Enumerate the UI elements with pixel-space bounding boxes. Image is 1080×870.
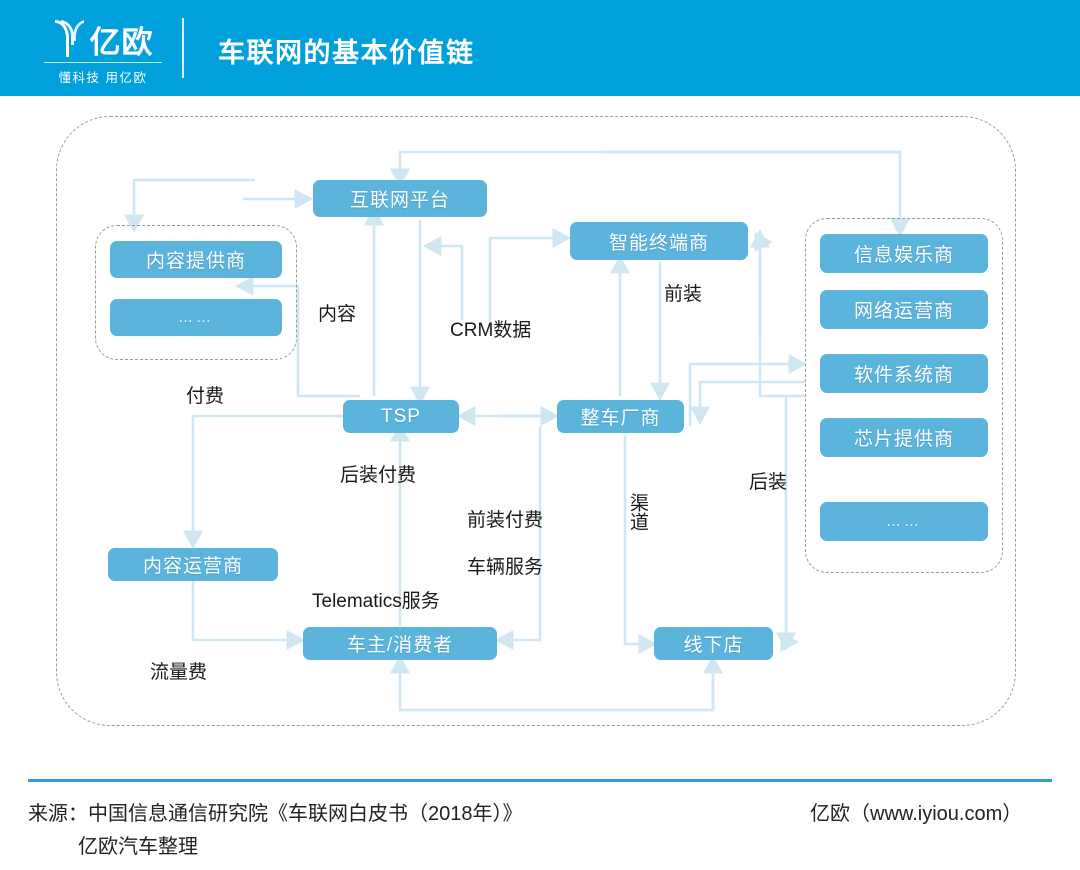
logo-text: 亿欧	[89, 24, 154, 60]
node-supplier-more[interactable]: ……	[820, 502, 988, 541]
source-line-1: 来源：中国信息通信研究院《车联网白皮书（2018年）》	[28, 803, 523, 825]
footer-divider	[28, 779, 1052, 782]
edge-label-pre-install: 前装	[664, 284, 703, 305]
edge-label-vehicle-service: 车辆服务	[467, 557, 544, 578]
connector-wires	[123, 150, 911, 712]
edge-label-payment: 付费	[186, 386, 225, 407]
node-vehicle-manufacturer[interactable]: 整车厂商	[557, 400, 684, 433]
page-footer: 来源：中国信息通信研究院《车联网白皮书（2018年）》 亿欧汽车整理 亿欧（ww…	[0, 788, 1080, 870]
node-chip-provider[interactable]: 芯片提供商	[820, 418, 988, 457]
edge-label-telematics-service: Telematics服务	[312, 591, 440, 612]
source-line-2: 亿欧汽车整理	[78, 836, 198, 858]
page-title: 车联网的基本价值链	[218, 38, 475, 68]
node-content-operator[interactable]: 内容运营商	[108, 548, 278, 581]
edge-label-channel: 渠道	[626, 493, 648, 531]
logo-tagline: 懂科技 用亿欧	[58, 70, 148, 85]
edge-label-pre-install-payment: 前装付费	[467, 510, 544, 531]
brand-logo: 亿欧 懂科技 用亿欧	[38, 14, 168, 86]
yiou-leaf-logo-icon	[54, 19, 84, 57]
header-divider	[182, 18, 184, 78]
value-chain-outer-frame	[56, 116, 1016, 726]
node-infotainment[interactable]: 信息娱乐商	[820, 234, 988, 273]
edge-label-crm-data: CRM数据	[450, 320, 532, 341]
node-tsp[interactable]: TSP	[343, 400, 459, 433]
supplier-group	[805, 218, 1003, 573]
node-content-provider[interactable]: 内容提供商	[110, 241, 282, 278]
node-network-operator[interactable]: 网络运营商	[820, 290, 988, 329]
diagram-canvas: 内容提供商 …… 信息娱乐商 网络运营商 软件系统商 芯片提供商 …… 互联网平…	[0, 96, 1080, 772]
edge-label-traffic-fee: 流量费	[150, 662, 208, 683]
node-car-owner[interactable]: 车主/消费者	[303, 627, 497, 660]
content-provider-group	[95, 225, 297, 360]
logo-row: 亿欧	[53, 15, 154, 59]
node-smart-terminal[interactable]: 智能终端商	[570, 222, 748, 260]
edge-label-post-install-payment: 后装付费	[340, 465, 417, 486]
node-offline-store[interactable]: 线下店	[654, 627, 773, 660]
page-header: 亿欧 懂科技 用亿欧 车联网的基本价值链	[0, 0, 1080, 96]
node-content-provider-more[interactable]: ……	[110, 299, 282, 336]
node-software-system[interactable]: 软件系统商	[820, 354, 988, 393]
edge-label-post-install: 后装	[749, 472, 788, 493]
node-internet-platform[interactable]: 互联网平台	[313, 180, 487, 217]
edge-label-content: 内容	[318, 304, 357, 325]
logo-divider	[44, 61, 162, 63]
footer-brand: 亿欧（www.iyiou.com）	[810, 803, 1023, 825]
